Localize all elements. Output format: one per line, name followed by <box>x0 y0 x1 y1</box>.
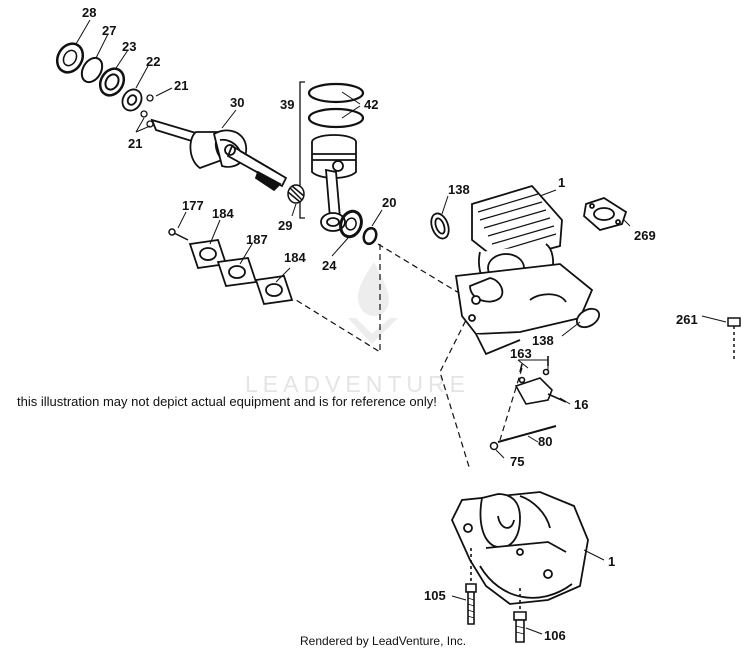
pin-21-icon <box>140 94 154 128</box>
callout-106: 106 <box>544 628 566 643</box>
seal-20-icon <box>362 226 378 246</box>
bearing-23-icon <box>98 67 126 97</box>
callout-21-a: 21 <box>174 78 188 93</box>
callout-1-a: 1 <box>558 175 565 190</box>
screw-106-icon <box>513 588 527 643</box>
gasket-187-icon <box>216 257 258 287</box>
callout-269: 269 <box>634 228 656 243</box>
callout-261: 261 <box>676 312 698 327</box>
callout-27: 27 <box>102 23 116 38</box>
callout-1-b: 1 <box>608 554 615 569</box>
needle-bearing-29-icon <box>287 184 305 204</box>
connecting-rod-icon <box>320 168 346 232</box>
callout-22: 22 <box>146 54 160 69</box>
rod-80-icon <box>497 425 557 443</box>
bolt-261-icon <box>727 317 741 362</box>
leader-lines <box>75 19 727 635</box>
bearing-24-icon <box>339 209 363 239</box>
piston-ring-42-icon <box>307 82 365 129</box>
lever-16-icon <box>514 356 567 405</box>
callout-16: 16 <box>574 397 588 412</box>
crankcase-1-icon <box>451 491 589 605</box>
callout-20: 20 <box>382 195 396 210</box>
callout-163: 163 <box>510 346 532 361</box>
plate-269-icon <box>583 197 628 231</box>
callout-42: 42 <box>364 97 378 112</box>
reference-notice: this illustration may not depict actual … <box>17 394 437 409</box>
gasket-138-icon <box>430 212 450 240</box>
piston-icon <box>311 134 357 179</box>
cylinder-1-icon <box>454 184 594 356</box>
screw-105-icon <box>465 548 477 625</box>
callout-39: 39 <box>280 97 294 112</box>
callout-80: 80 <box>538 434 552 449</box>
callout-28: 28 <box>82 5 96 20</box>
ring-27-icon <box>80 56 104 84</box>
callout-187: 187 <box>246 232 268 247</box>
footer-credit: Rendered by LeadVenture, Inc. <box>300 634 467 648</box>
callout-29: 29 <box>278 218 292 233</box>
callout-177: 177 <box>182 198 204 213</box>
callout-23: 23 <box>122 39 136 54</box>
washer-22-icon <box>121 88 143 112</box>
alignment-lines <box>295 243 523 471</box>
callout-105: 105 <box>424 588 446 603</box>
callout-184-a: 184 <box>212 206 234 221</box>
callout-138-b: 138 <box>532 333 554 348</box>
watermark-text: LEADVENTURE <box>245 371 470 397</box>
callout-75: 75 <box>510 454 524 469</box>
callout-138-a: 138 <box>448 182 470 197</box>
callout-24: 24 <box>322 258 337 273</box>
bracket-39-icon <box>299 81 305 219</box>
crankshaft-30-icon <box>150 118 288 192</box>
callout-21-b: 21 <box>128 136 142 151</box>
watermark-logo-icon <box>348 262 398 344</box>
callout-labels: 28 27 23 22 21 21 30 39 42 138 1 269 177… <box>82 5 698 643</box>
callout-184-b: 184 <box>284 250 306 265</box>
seal-28-icon <box>55 42 85 74</box>
callout-30: 30 <box>230 95 244 110</box>
clip-75-icon <box>489 441 499 451</box>
gasket-184b-icon <box>254 275 294 305</box>
screw-177-icon <box>168 228 189 241</box>
